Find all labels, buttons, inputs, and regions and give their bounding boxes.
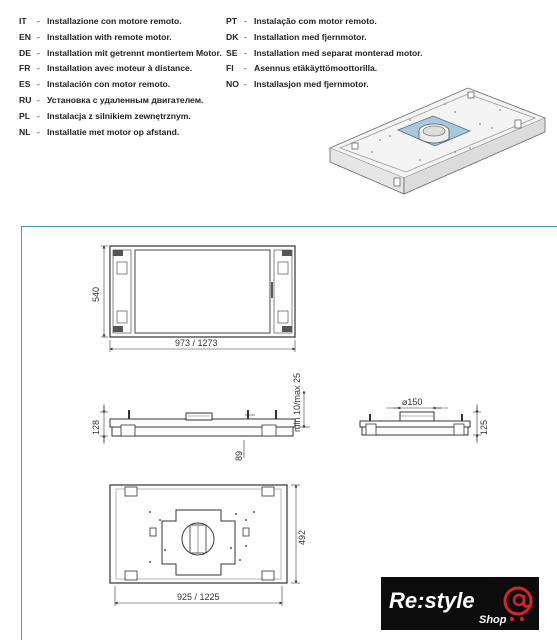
dim-side-clearance: min 10/max 25	[292, 373, 302, 432]
dim-side-motor: 89	[234, 451, 244, 461]
instruction-row: IT-Installazione con motore remoto.	[19, 14, 222, 30]
logo-mark: Re:style Shop	[389, 586, 533, 626]
separator: -	[244, 47, 247, 58]
separator: -	[37, 63, 40, 74]
instruction-row: FI-Asennus etäkäyttömoottorilla.	[226, 61, 423, 77]
drawing-frame	[21, 226, 557, 640]
separator: -	[37, 79, 40, 90]
instruction-row: PT-Instalação com motor remoto.	[226, 14, 423, 30]
bottom-view: 492 925 / 1225	[109, 484, 307, 606]
instructions-left: IT-Installazione con motore remoto. EN-I…	[19, 14, 222, 140]
dim-top-height: 540	[91, 287, 101, 302]
separator: -	[37, 16, 40, 26]
instruction-row: NL-Installatie met motor op afstand.	[19, 125, 222, 141]
instruction-text: Installation mit getrennt montiertem Mot…	[47, 47, 222, 58]
side-view: 128 89 min 10/max 25	[91, 373, 310, 461]
separator: -	[244, 16, 247, 26]
dim-bottom-depth: 492	[297, 530, 307, 545]
at-cart-icon	[503, 586, 533, 621]
language-code: IT	[19, 16, 27, 26]
restyle-shop-logo: Re:style Shop	[381, 577, 539, 630]
dim-side-height: 128	[91, 420, 101, 435]
logo-sub: Shop	[479, 614, 507, 626]
instruction-row: ES-Instalación con motor remoto.	[19, 77, 222, 93]
instruction-text: Installazione con motore remoto.	[47, 16, 182, 26]
logo-brand: Re:style	[389, 588, 475, 613]
language-code: PL	[19, 110, 30, 121]
instruction-row: SE-Installation med separat monterad mot…	[226, 46, 423, 62]
language-code: DK	[226, 31, 239, 42]
instruction-row: DK-Installation med fjernmotor.	[226, 30, 423, 46]
instruction-text: Instalação com motor remoto.	[254, 16, 377, 26]
language-code: DE	[19, 47, 31, 58]
instruction-row: PL-Instalacja z silnikiem zewnętrznym.	[19, 109, 222, 125]
instruction-row: NO-Installasjon med fjernmotor.	[226, 77, 423, 93]
instruction-text: Installasjon med fjernmotor.	[254, 79, 369, 90]
instruction-row: EN-Installation with remote motor.	[19, 30, 222, 46]
dim-end-height: 125	[479, 420, 489, 435]
language-code: PT	[226, 16, 237, 26]
instruction-text: Installation med fjernmotor.	[254, 31, 367, 42]
language-code: RU	[19, 94, 32, 105]
separator: -	[37, 47, 40, 58]
instruction-text: Instalacja z silnikiem zewnętrznym.	[47, 110, 191, 121]
separator: -	[244, 79, 247, 90]
isometric-view	[328, 87, 547, 195]
separator: -	[244, 31, 247, 42]
instructions-right: PT-Instalação com motor remoto. DK-Insta…	[226, 14, 423, 93]
separator: -	[37, 126, 40, 137]
instruction-row: RU-Установка с удаленным двигателем.	[19, 93, 222, 109]
language-code: NL	[19, 126, 31, 137]
language-code: SE	[226, 47, 238, 58]
dim-end-diameter: ⌀150	[402, 397, 422, 407]
instruction-text: Installation avec moteur à distance.	[47, 63, 193, 74]
instruction-text: Installation med separat monterad motor.	[254, 47, 423, 58]
instruction-text: Installation with remote motor.	[47, 31, 172, 42]
separator: -	[37, 94, 40, 105]
language-code: FR	[19, 63, 31, 74]
instruction-row: FR-Installation avec moteur à distance.	[19, 61, 222, 77]
end-view: ⌀150 125	[359, 397, 489, 443]
language-code: FI	[226, 63, 234, 74]
instruction-text: Installatie met motor op afstand.	[47, 126, 180, 137]
separator: -	[37, 31, 40, 42]
instruction-row: DE-Installation mit getrennt montiertem …	[19, 46, 222, 62]
dim-top-width: 973 / 1273	[175, 338, 218, 348]
language-code: ES	[19, 79, 31, 90]
dim-bottom-width: 925 / 1225	[177, 592, 220, 602]
separator: -	[244, 63, 247, 74]
language-code: NO	[226, 79, 239, 90]
instruction-text: Установка с удаленным двигателем.	[47, 94, 204, 105]
top-view: 540 973 / 1273	[91, 245, 296, 352]
language-code: EN	[19, 31, 31, 42]
instruction-text: Instalación con motor remoto.	[47, 79, 171, 90]
instruction-text: Asennus etäkäyttömoottorilla.	[254, 63, 378, 74]
separator: -	[37, 110, 40, 121]
